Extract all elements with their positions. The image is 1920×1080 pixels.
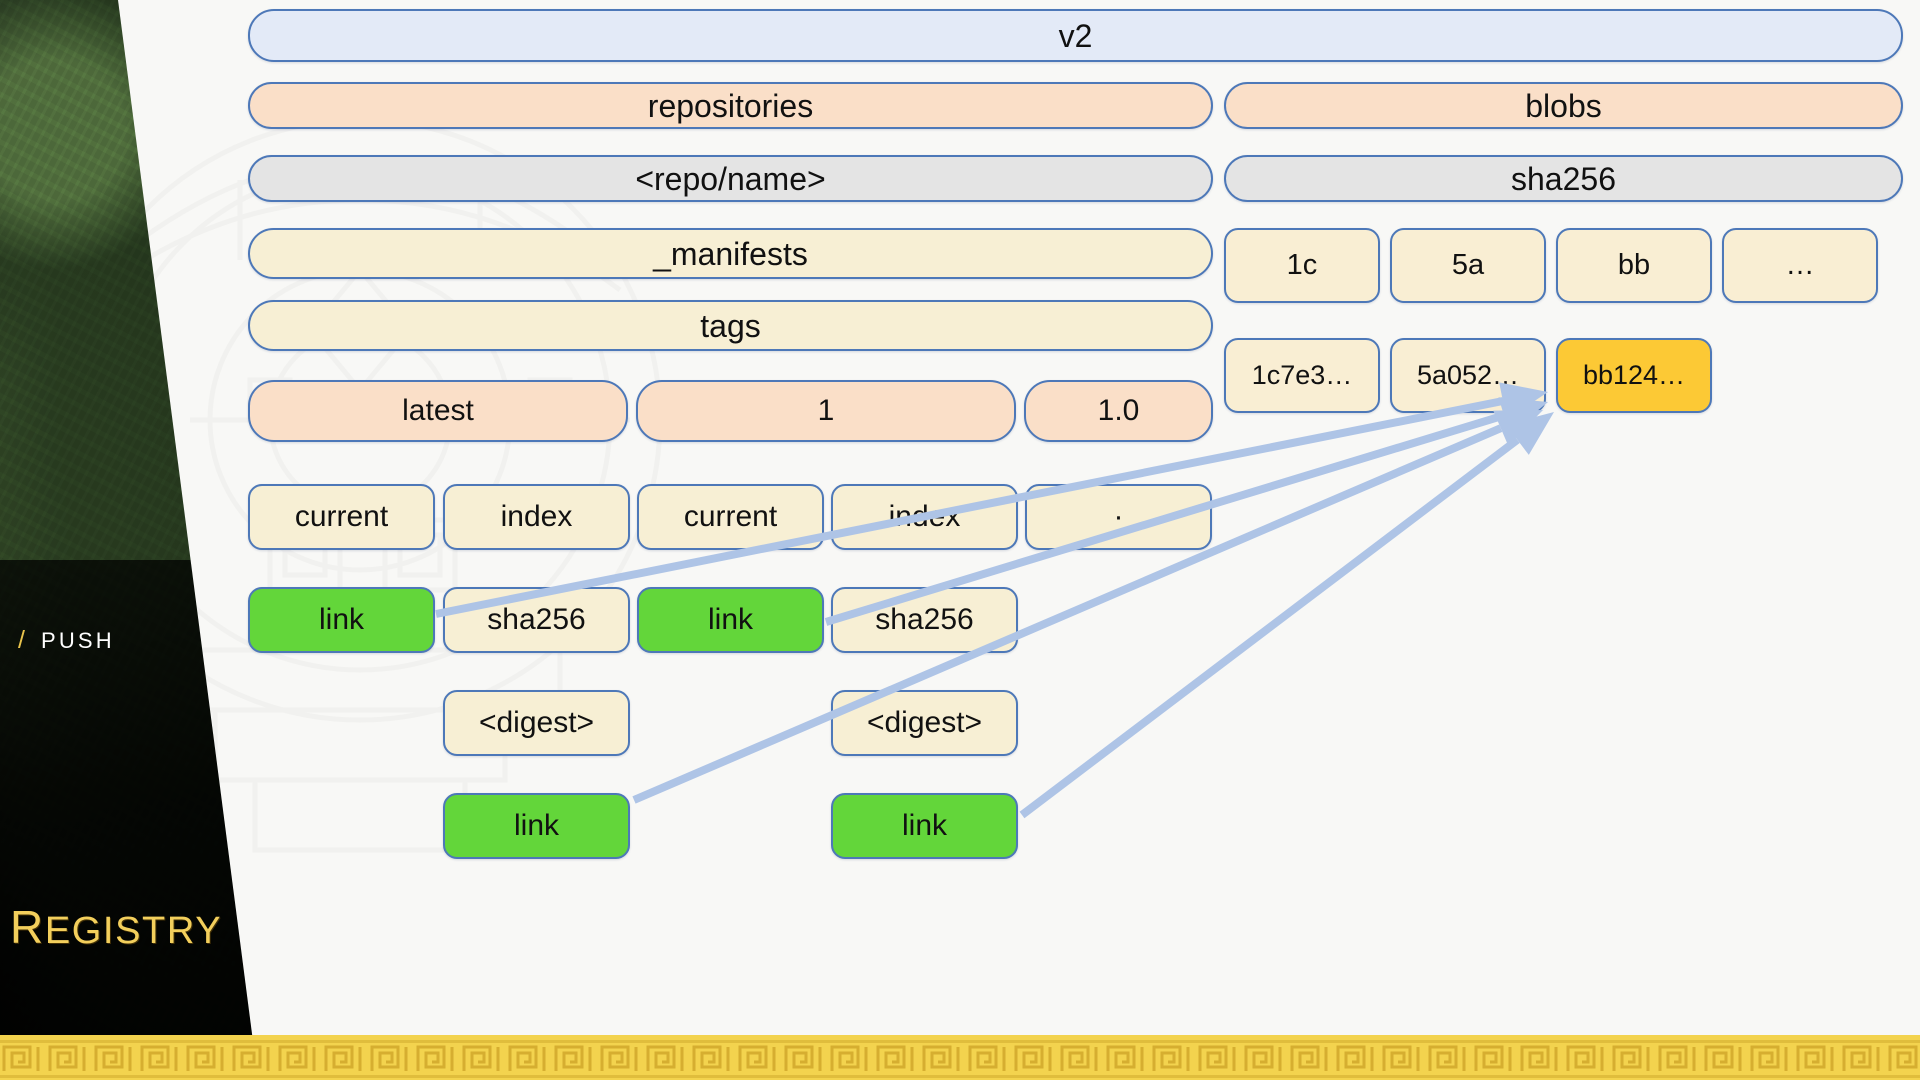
diagram-node-v2[interactable]: v2 xyxy=(248,9,1903,62)
greek-key-footer-band xyxy=(0,1035,1920,1080)
diagram-node-tag10[interactable]: 1.0 xyxy=(1024,380,1213,442)
diagram-node-label: … xyxy=(1785,249,1815,281)
diagram-node-label: 1c7e3… xyxy=(1251,360,1353,390)
diagram-node-label: link xyxy=(901,809,947,842)
brand-rest: EGISTRY xyxy=(44,910,223,952)
section-marker: / xyxy=(18,626,25,654)
diagram-node-label: _manifests xyxy=(653,235,808,272)
brand-registry-label: REGISTRY xyxy=(10,900,222,954)
diagram-node-label: blobs xyxy=(1525,87,1602,124)
diagram-node-b1c[interactable]: 1c xyxy=(1224,228,1380,303)
section-label: PUSH xyxy=(40,628,115,653)
diagram-node-sha256top[interactable]: sha256 xyxy=(1224,155,1903,202)
diagram-node-repositories[interactable]: repositories xyxy=(248,82,1213,129)
diagram-node-cur2[interactable]: current xyxy=(637,484,824,550)
diagram-node-h5a052[interactable]: 5a052… xyxy=(1390,338,1546,413)
diagram-node-label: 5a xyxy=(1451,249,1485,281)
diagram-node-hbb124[interactable]: bb124… xyxy=(1556,338,1712,413)
diagram-node-label: index xyxy=(500,500,573,533)
diagram-node-label: bb xyxy=(1617,249,1651,281)
diagram-node-idx1[interactable]: index xyxy=(443,484,630,550)
diagram-node-link3[interactable]: link xyxy=(443,793,630,859)
diagram-node-label: 1.0 xyxy=(1097,394,1140,427)
diagram-node-label: v2 xyxy=(1058,17,1093,54)
diagram-node-label: current xyxy=(294,500,389,533)
diagram-node-bbb[interactable]: bb xyxy=(1556,228,1712,303)
diagram-node-sha2[interactable]: sha256 xyxy=(831,587,1018,653)
diagram-node-label: repositories xyxy=(647,87,814,124)
diagram-node-sha1[interactable]: sha256 xyxy=(443,587,630,653)
section-push-label: / PUSH xyxy=(18,626,115,655)
greek-key-pattern-icon xyxy=(0,1043,1920,1075)
diagram-node-cur1[interactable]: current xyxy=(248,484,435,550)
diagram-node-label: 1 xyxy=(817,394,835,427)
diagram-node-label: link xyxy=(318,603,364,636)
diagram-node-label: 5a052… xyxy=(1416,360,1520,390)
diagram-node-label: link xyxy=(707,603,753,636)
diagram-node-label: <digest> xyxy=(866,706,983,739)
diagram-node-label: <digest> xyxy=(478,706,595,739)
diagram-node-label: link xyxy=(513,809,559,842)
diagram-node-label: sha256 xyxy=(487,603,586,636)
diagram-node-idx2[interactable]: index xyxy=(831,484,1018,550)
diagram-node-tags[interactable]: tags xyxy=(248,300,1213,351)
diagram-node-b5a[interactable]: 5a xyxy=(1390,228,1546,303)
diagram-node-tag1[interactable]: 1 xyxy=(636,380,1016,442)
diagram-node-bmore[interactable]: … xyxy=(1722,228,1878,303)
diagram-node-h1c7e3[interactable]: 1c7e3… xyxy=(1224,338,1380,413)
diagram-node-label: <repo/name> xyxy=(635,160,826,197)
diagram-node-label: sha256 xyxy=(875,603,974,636)
diagram-node-manifests[interactable]: _manifests xyxy=(248,228,1213,279)
band-edge-top xyxy=(0,1040,1920,1043)
diagram-node-label: 1c xyxy=(1286,249,1318,281)
brand-initial: R xyxy=(10,901,45,953)
diagram-node-link4[interactable]: link xyxy=(831,793,1018,859)
diagram-node-label: sha256 xyxy=(1511,160,1616,197)
diagram-node-dig1[interactable]: <digest> xyxy=(443,690,630,756)
diagram-node-label: current xyxy=(683,500,778,533)
band-edge-bottom xyxy=(0,1075,1920,1078)
diagram-node-label: latest xyxy=(402,394,474,427)
diagram-node-label: index xyxy=(888,500,961,533)
diagram-node-label: bb124… xyxy=(1582,360,1686,390)
diagram-node-label: · xyxy=(1113,500,1124,533)
diagram-node-link2[interactable]: link xyxy=(637,587,824,653)
diagram-node-curmore[interactable]: · xyxy=(1025,484,1212,550)
diagram-node-link1[interactable]: link xyxy=(248,587,435,653)
diagram-node-reponame[interactable]: <repo/name> xyxy=(248,155,1213,202)
diagram-node-blobs[interactable]: blobs xyxy=(1224,82,1903,129)
jungle-photo-panel xyxy=(0,0,258,1080)
diagram-node-dig2[interactable]: <digest> xyxy=(831,690,1018,756)
diagram-node-label: tags xyxy=(700,307,761,344)
diagram-node-taglatest[interactable]: latest xyxy=(248,380,628,442)
